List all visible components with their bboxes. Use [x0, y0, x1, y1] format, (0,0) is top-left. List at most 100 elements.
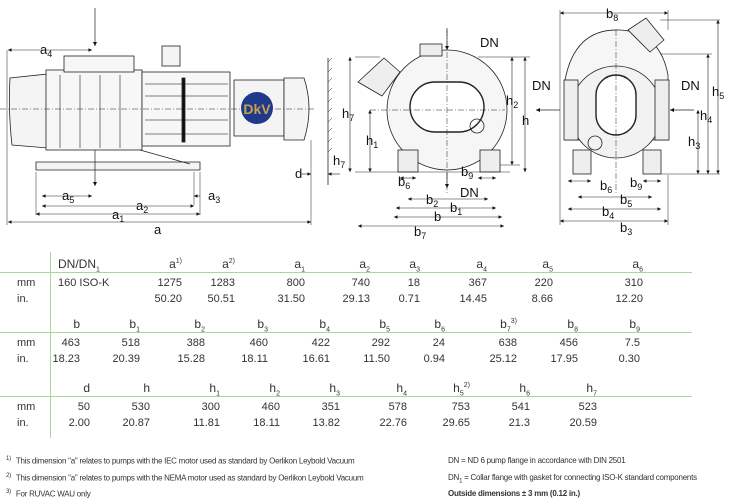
value-in: 17.95: [550, 353, 578, 365]
value-mm: 518: [121, 337, 140, 349]
value-in: 14.45: [459, 293, 487, 305]
front-view-dimension-label: h1: [366, 133, 378, 150]
value-in: 18.11: [253, 417, 280, 429]
value-in: 2.00: [68, 417, 90, 429]
unit-label-mm: mm: [17, 277, 36, 289]
front-view-dimension-label: b9: [461, 164, 473, 181]
end-view-dimension-label: b6: [600, 178, 612, 195]
dimension-drawings: DkV a4a5a2a3a1adh7DNh7h1h2hb6b9DNb2b1bb7…: [0, 6, 724, 241]
front-view-dimension-label: b1: [450, 200, 462, 217]
value-in: 13.82: [312, 417, 340, 429]
column-header: d: [83, 381, 90, 395]
column-header: b: [73, 317, 80, 331]
column-header: h1: [209, 381, 220, 398]
value-mm: 530: [131, 401, 150, 413]
value-mm: 220: [534, 277, 553, 289]
value-in: 21.3: [508, 417, 530, 429]
value-mm: 460: [261, 401, 280, 413]
end-view-dimension-label: b4: [602, 204, 614, 221]
side-view-dimension-label: d: [295, 166, 302, 181]
unit-label-in: in.: [17, 353, 29, 365]
column-header: b1: [129, 317, 140, 334]
column-header: h52): [453, 381, 470, 398]
front-view-dimension-label: h: [522, 113, 529, 128]
front-view-dimension-label: DN: [460, 185, 479, 200]
value-in: 50.20: [154, 293, 182, 305]
table-rule: [0, 396, 692, 397]
column-header: b9: [629, 317, 640, 334]
end-view-dimension-label: b3: [620, 220, 632, 237]
unit-label-in: in.: [17, 417, 29, 429]
front-view-dimension-label: b2: [426, 192, 438, 209]
end-view-dimension-label: h3: [688, 134, 700, 151]
value-mm: 351: [321, 401, 340, 413]
value-in: 18.11: [241, 353, 268, 365]
value-mm: 523: [578, 401, 597, 413]
column-header: b6: [434, 317, 445, 334]
column-header: a3: [409, 257, 420, 274]
value-in: 29.13: [342, 293, 370, 305]
column-header: b3: [257, 317, 268, 334]
column-header: a1): [169, 257, 182, 271]
side-view-dimension-label: a: [154, 222, 162, 237]
value-mm: 638: [498, 337, 517, 349]
front-view-dimension-label: h7: [342, 106, 354, 123]
column-header: a4: [476, 257, 487, 274]
value-mm: 18: [407, 277, 420, 289]
side-view-dimension-label: a5: [62, 188, 74, 205]
table-divider: [50, 252, 51, 438]
side-view-dimension-label: a4: [40, 42, 52, 59]
value-mm: 50: [77, 401, 90, 413]
value-mm: 456: [559, 337, 578, 349]
value-mm: 541: [511, 401, 530, 413]
column-header: b5: [379, 317, 390, 334]
value-mm: 1275: [157, 277, 182, 289]
footnote-2: 2)This dimension "a" relates to pumps wi…: [6, 473, 364, 483]
value-mm: 753: [451, 401, 470, 413]
front-view-dimension-label: b7: [414, 224, 426, 241]
value-mm: 310: [624, 277, 643, 289]
value-mm: 422: [311, 337, 330, 349]
unit-label-mm: mm: [17, 401, 36, 413]
value-in: 20.87: [122, 417, 150, 429]
end-view-dimension-label: b8: [606, 6, 618, 23]
note-dn: DN = ND 6 pump flange in accordance with…: [448, 456, 626, 465]
value-in: 11.81: [193, 417, 220, 429]
column-header: b2: [194, 317, 205, 334]
value-mm: 800: [286, 277, 305, 289]
column-header: h2: [269, 381, 280, 398]
column-header: a2: [359, 257, 370, 274]
column-header: a1: [294, 257, 305, 274]
value-mm: 1283: [210, 277, 235, 289]
unit-label-in: in.: [17, 293, 29, 305]
value-in: 12.20: [615, 293, 643, 305]
side-view-drawing: [0, 8, 352, 225]
logo-text: DkV: [243, 101, 271, 117]
value-mm: 367: [468, 277, 487, 289]
value-in: 15.28: [177, 353, 205, 365]
value-mm: 24: [432, 337, 445, 349]
value-mm: 388: [186, 337, 205, 349]
column-header: b4: [319, 317, 330, 334]
value-in: 22.76: [379, 417, 407, 429]
column-header: a6: [632, 257, 643, 274]
column-header: b8: [567, 317, 578, 334]
value-mm: 460: [249, 337, 268, 349]
value-in: 16.61: [302, 353, 330, 365]
column-header: h4: [396, 381, 407, 398]
value-in: 29.65: [442, 417, 470, 429]
unit-label-mm: mm: [17, 337, 36, 349]
table-rule: [0, 272, 692, 273]
table-rule: [0, 332, 692, 333]
end-view-dimension-label: DN: [681, 78, 700, 93]
side-view-dimension-label: a3: [208, 188, 220, 205]
note-tolerance: Outside dimensions ± 3 mm (0.12 in.): [448, 489, 580, 498]
value-in: 50.51: [207, 293, 235, 305]
column-header: h6: [519, 381, 530, 398]
value-in: 20.39: [112, 353, 140, 365]
dkv-logo: DkV: [241, 92, 273, 124]
front-view-dimension-label: b6: [398, 174, 410, 191]
front-view-dimension-label: h2: [506, 93, 518, 110]
value-in: 18.23: [52, 353, 80, 365]
footnote-3: 3)For RUVAC WAU only: [6, 489, 91, 499]
